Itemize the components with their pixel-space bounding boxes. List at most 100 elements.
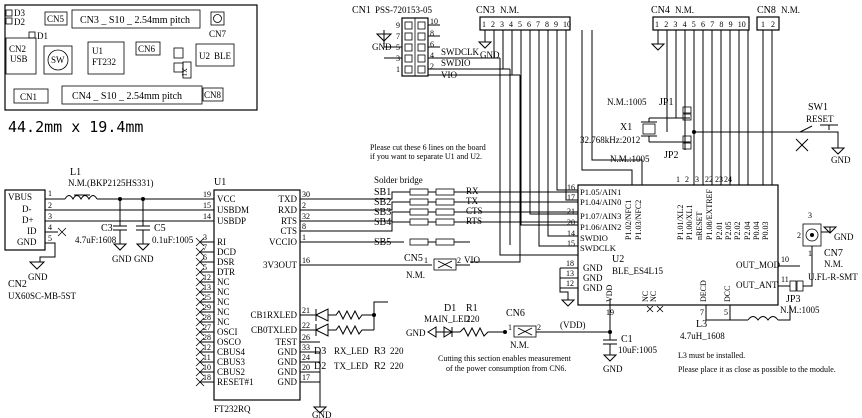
- u2-top-pin-3: P1.00/XL1: [685, 205, 694, 240]
- board-cn1: [13, 88, 49, 104]
- d1-value: MAIN_LED: [424, 314, 470, 324]
- u2-gnd-pin-1: GND: [583, 273, 603, 283]
- cn3-pin-9: 9: [554, 20, 558, 29]
- sw1-ref: SW1: [808, 102, 828, 113]
- cn8-value: N.M.: [781, 5, 800, 15]
- board-label-ft232: FT232: [92, 57, 116, 67]
- l1-ref: L1: [70, 167, 81, 178]
- u1-pin-dtr-7: DTR: [217, 267, 235, 277]
- board-label-cn8: CN8: [204, 90, 222, 100]
- r2-value: 220: [390, 361, 404, 371]
- cn3-gnd-label: GND: [480, 50, 500, 60]
- u1-pin-num-right-3: 8: [302, 222, 306, 231]
- u2-top-pin-5: P1.08/EXTREF: [705, 189, 714, 240]
- u1-pin-nc-10: NC: [217, 297, 230, 307]
- bridge-pad: [435, 188, 455, 196]
- board-outline: D3 D2 CN5 CN3 _ S10 _ 2.54mm pitch CN7 D…: [4, 4, 258, 111]
- u2-top-pin-2: P1.01/XL2: [676, 205, 685, 240]
- sw1-gnd-symbol: [830, 147, 846, 155]
- u1-pin-vccio-4: VCCIO: [269, 237, 298, 247]
- board-label-ble: BLE: [214, 51, 232, 61]
- board-x1: [182, 61, 192, 79]
- cn5-ref: CN5: [404, 253, 423, 264]
- u2-pin-num-1: 17: [567, 193, 575, 202]
- bridge-wire-in: [300, 211, 410, 222]
- u1-pin-ri-4: RI: [217, 237, 226, 247]
- u1-pin-num-right-7: 22: [302, 321, 310, 330]
- u1-pin-num-right-0: 30: [302, 190, 310, 199]
- cn2-ref: CN2: [8, 279, 27, 290]
- cn4-value: N.M.: [675, 5, 694, 15]
- jp3-value: N.M.:1005: [780, 305, 820, 315]
- cn6-value: N.M.: [510, 340, 529, 350]
- c3-gnd-label: GND: [112, 254, 132, 264]
- bridge-pad: [435, 218, 455, 226]
- cn6-net: (VDD): [560, 320, 586, 330]
- cn1-pin-1: 1: [396, 65, 400, 74]
- bridge-sb1: SB1: [374, 187, 391, 198]
- u1-pin-num-left-14: 28: [203, 333, 211, 342]
- u1-nc-x: [195, 337, 205, 347]
- u1-nc-x: [195, 297, 205, 307]
- cn2-gnd-symbol: [28, 261, 46, 270]
- u2-bottom-num-0: 19: [606, 308, 614, 317]
- u2-pin-num-4: 14: [567, 229, 575, 238]
- cn4-pin-1: 1: [655, 20, 659, 29]
- u1-nc-x: [195, 267, 205, 277]
- u2-ref: U2: [612, 254, 624, 265]
- board-jp-a: [173, 47, 184, 59]
- u2-top-num-3: 2: [685, 175, 689, 184]
- cn3-value: N.M.: [500, 5, 519, 15]
- status-leds: D3 RX_LED R3 220 D2 TX_LED R2 220: [300, 301, 404, 372]
- jp2-pad-top: [682, 135, 692, 143]
- sw1-gnd-label: GND: [831, 155, 851, 165]
- jp3-pad-b: [796, 280, 804, 292]
- cn2-num-3: 3: [48, 212, 52, 221]
- x1-ref: X1: [620, 122, 632, 133]
- cn2-body: [4, 189, 46, 251]
- u1-pin-num-left-8: 12: [203, 273, 211, 282]
- u1-part: FT232RQ: [214, 404, 251, 414]
- bridge-note-1: Please cut these 6 lines on the board: [370, 143, 486, 152]
- board-label-u1: U1: [92, 46, 103, 56]
- cn7-pin-3: 3: [808, 211, 812, 220]
- u2-top-pin-9: P2.04: [743, 222, 752, 240]
- u1-pin-cts-3: CTS: [280, 226, 297, 236]
- cn8-header: CN8 N.M. 1 2: [756, 5, 800, 185]
- u2-pin-num-0: 16: [567, 183, 575, 192]
- cn2-gnd: GND: [17, 237, 37, 247]
- u2-top-pin-7: P2.05: [724, 222, 733, 240]
- cn2-num-2: 2: [48, 201, 52, 210]
- cn4-pin-6: 6: [701, 20, 705, 29]
- cn6-pin-1: 1: [508, 323, 512, 332]
- cn7-gnd-label: GND: [834, 232, 854, 242]
- cn3-pin-2: 2: [491, 20, 495, 29]
- c5-ref: C5: [154, 223, 166, 234]
- cn3-pin-6: 6: [527, 20, 531, 29]
- u1-pin-num-right-5: 16: [302, 256, 310, 265]
- u1-pin-gnd-12: GND: [278, 377, 298, 387]
- board-u2: [195, 43, 235, 67]
- u1-pin-num-right-2: 32: [302, 212, 310, 221]
- cn3-pin-8: 8: [545, 20, 549, 29]
- cn3-ref: CN3: [476, 5, 495, 16]
- c3-ref: C3: [101, 223, 113, 234]
- cn1-pin-9: 9: [396, 21, 400, 30]
- u1-nc-x: [195, 347, 205, 357]
- u1-pin-gnd-9: GND: [278, 347, 298, 357]
- u1-nc-x: [195, 317, 205, 327]
- u1-nc-x: [195, 287, 205, 297]
- bridge-pad: [435, 208, 455, 216]
- u1-nc-x: [195, 307, 205, 317]
- u2-bottom-pin-3: DECD: [699, 280, 708, 302]
- jp3-pad-a: [789, 280, 797, 292]
- u1-pin-gnd-11: GND: [278, 367, 298, 377]
- u1-pin-nc-8: NC: [217, 277, 230, 287]
- jp2-value: N.M.:1005: [610, 154, 650, 164]
- cn6-pin-2: 2: [537, 323, 541, 332]
- u1-pin-gnd-10: GND: [278, 357, 298, 367]
- cn4-ref: CN4: [651, 5, 670, 16]
- c1-gnd-label: GND: [603, 364, 623, 374]
- cn2-num-4: 4: [48, 223, 52, 232]
